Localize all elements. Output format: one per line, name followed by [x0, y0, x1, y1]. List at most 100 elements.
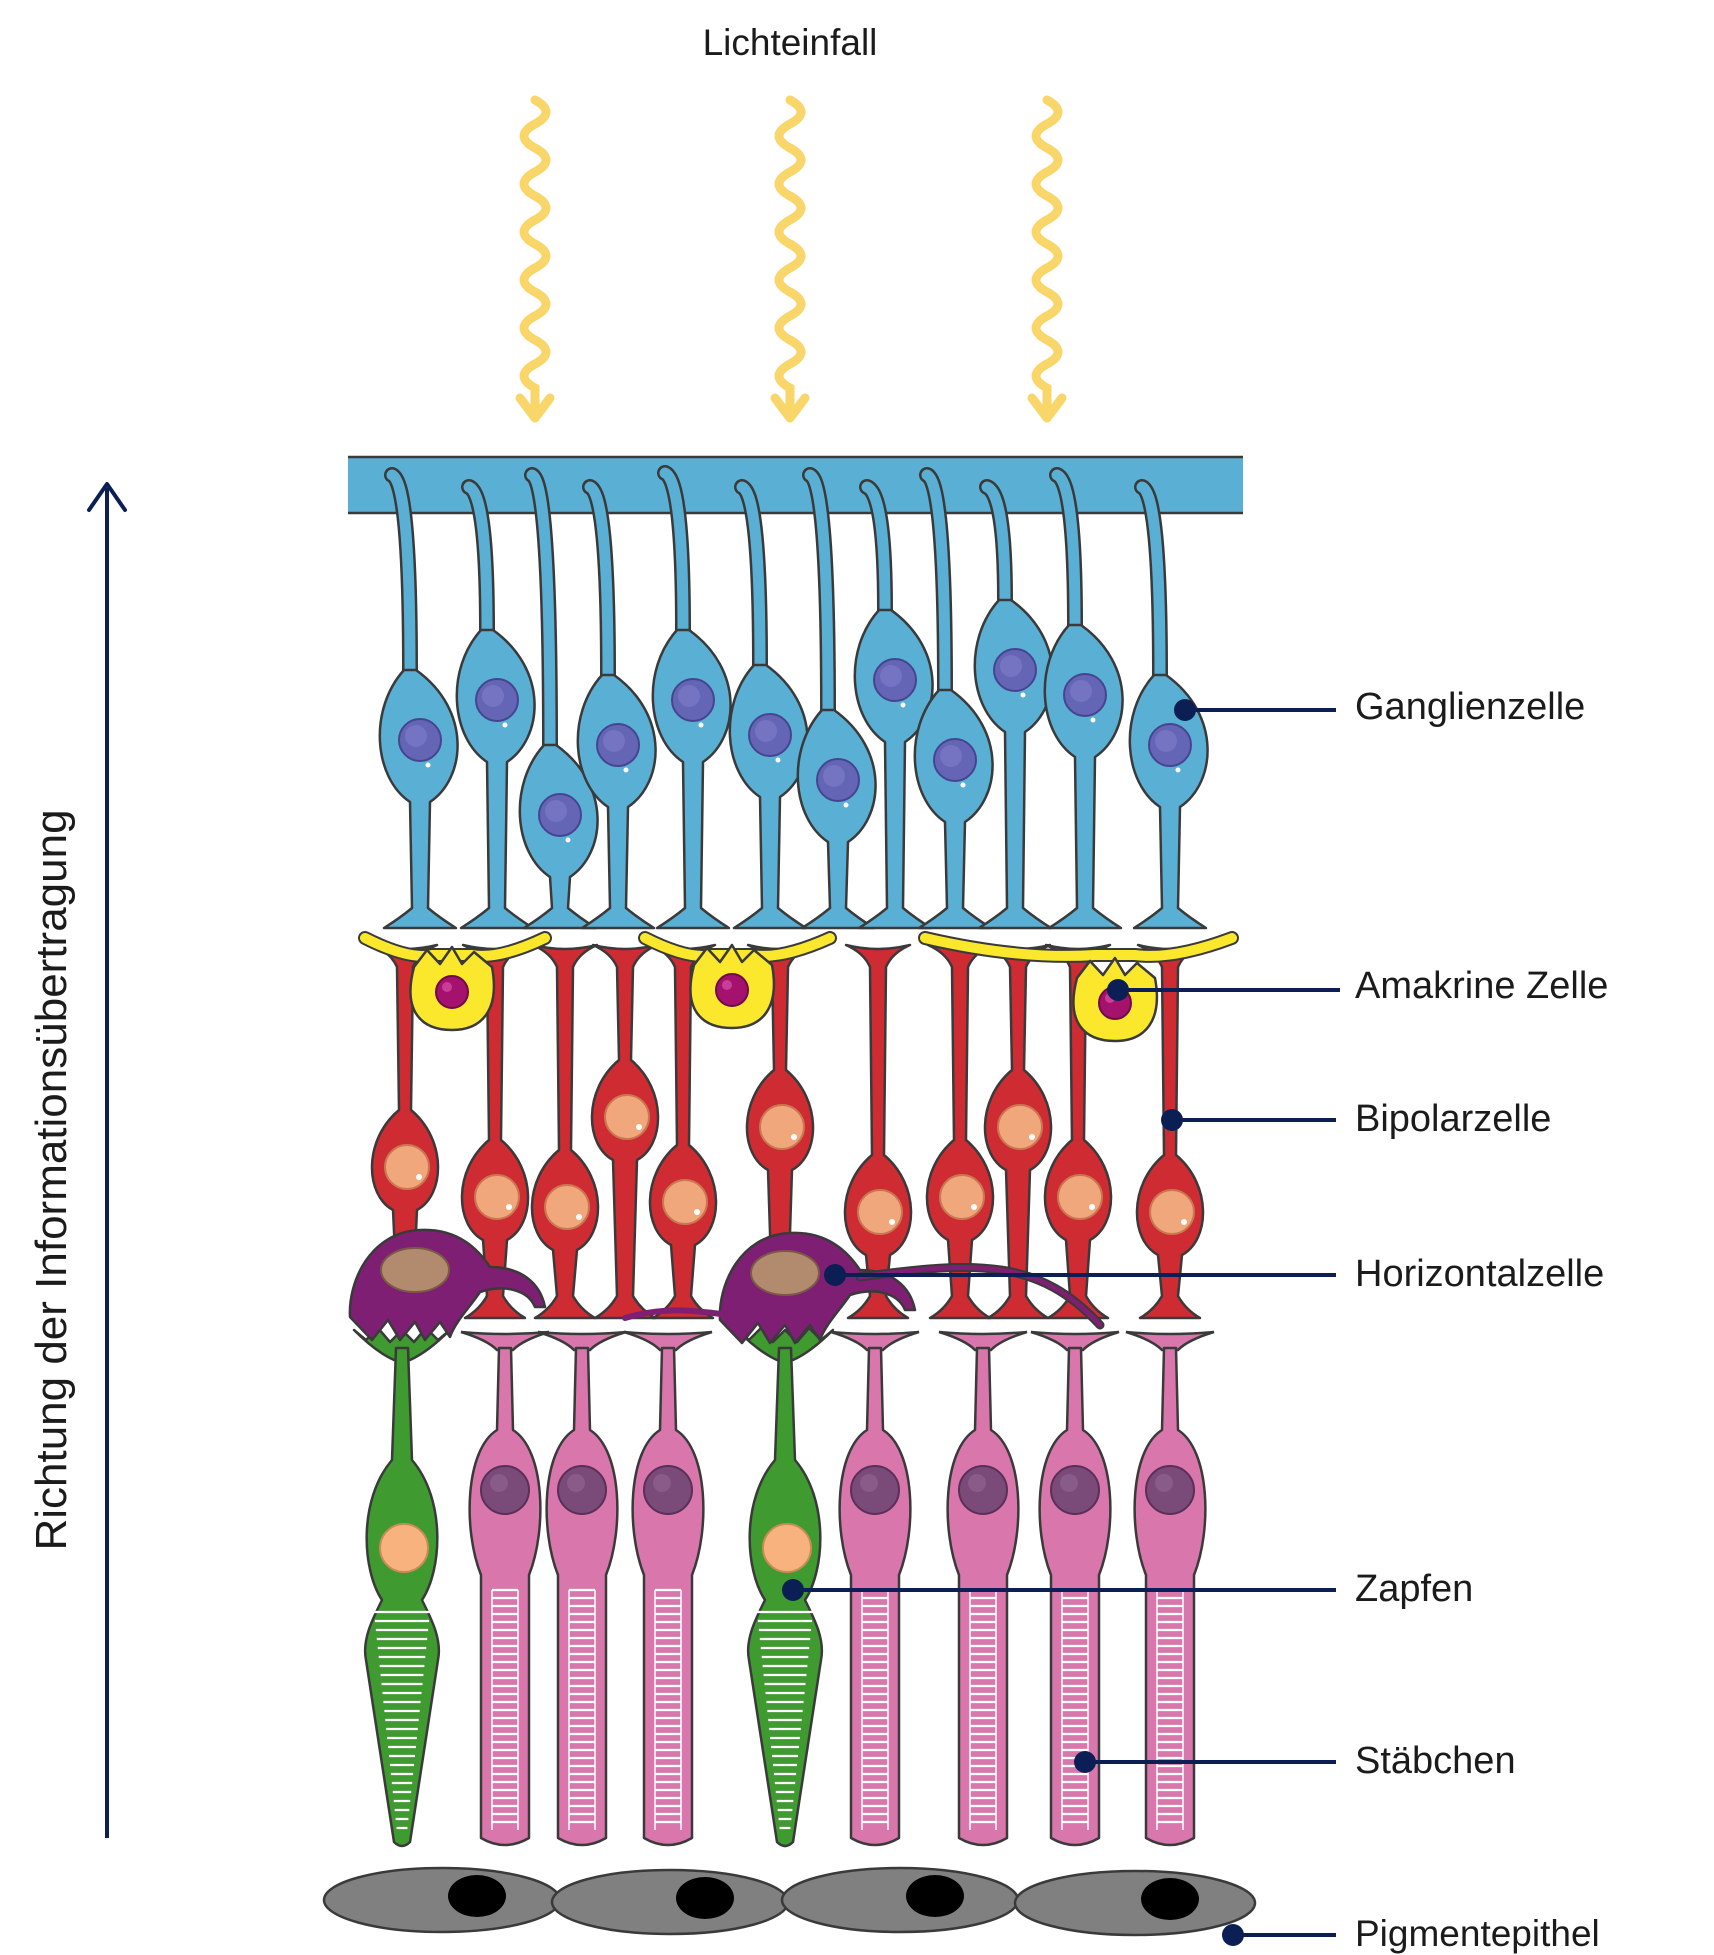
- ganglion-axon: [659, 467, 689, 636]
- ganglion-cell: [973, 479, 1054, 930]
- bipolar-nucleus-highlight: [791, 1134, 797, 1140]
- rod-discs: [492, 1588, 518, 1824]
- bipolar-nucleus: [544, 1184, 590, 1230]
- ganglion-cell: [1128, 479, 1209, 930]
- cone-cell: [352, 1326, 452, 1848]
- bipolar-cell: [1043, 943, 1113, 1320]
- light-ray-arrowhead: [770, 393, 810, 423]
- horizontal-cell: [348, 1228, 547, 1342]
- rod-cell: [1030, 1330, 1120, 1847]
- ganglion-cell: [853, 479, 934, 930]
- ganglion-highlight: [1020, 692, 1026, 698]
- ganglion-cell: [378, 467, 459, 930]
- bipolar-nucleus: [474, 1174, 520, 1220]
- direction-arrow: [87, 482, 127, 1838]
- bipolar-cell: [460, 943, 530, 1320]
- ganglion-cell-body: [651, 628, 732, 930]
- rod-synaptic-foot: [1030, 1330, 1120, 1352]
- label-pointers: [782, 699, 1340, 1946]
- bipolar-nucleus: [384, 1144, 430, 1190]
- rod-body: [838, 1346, 912, 1847]
- pigment-cell-body: [550, 1868, 790, 1936]
- bipolar-nucleus-highlight: [1029, 1134, 1035, 1140]
- ganglion-cell: [796, 467, 877, 930]
- pigment-pointer: [1222, 1924, 1336, 1946]
- bipolar-nucleus: [1057, 1174, 1103, 1220]
- bipolar-nucleus: [1149, 1189, 1195, 1235]
- bipolar-cell: [983, 943, 1053, 1320]
- ganglion-cell: [518, 467, 599, 930]
- ganglion-cell-body: [913, 688, 994, 930]
- bipolar-cell: [843, 943, 913, 1320]
- rod-body: [468, 1346, 542, 1847]
- optic-nerve-fiber-band: [348, 458, 1243, 512]
- pigment-cell: [322, 1866, 562, 1934]
- rod-nucleolus: [490, 1474, 508, 1492]
- pigment-epithelium: [322, 1866, 1257, 1937]
- rod-body: [946, 1346, 1020, 1847]
- ganglion-cell-layer: [378, 465, 1209, 930]
- ganglion-highlight: [502, 722, 508, 728]
- rod-synaptic-foot: [623, 1330, 713, 1352]
- rod-label: Stäbchen: [1355, 1740, 1516, 1782]
- bipolar-nucleus: [604, 1094, 650, 1140]
- ganglion-highlight: [425, 762, 431, 768]
- rod-disc-edges: [491, 1590, 519, 1830]
- bipolar-cell: [590, 943, 660, 1320]
- ganglion-axon: [921, 469, 951, 696]
- bipolar-cell: [925, 943, 995, 1320]
- pigment-cell-body: [322, 1866, 562, 1934]
- bipolar-nucleus: [662, 1179, 708, 1225]
- amacrine-nucleus: [715, 973, 749, 1007]
- rod-cell: [938, 1330, 1028, 1847]
- amacrine-cell: [358, 931, 552, 1032]
- ganglion-nucleolus: [940, 745, 962, 767]
- ganglion-axon: [584, 481, 614, 681]
- rod-disc-edges: [861, 1590, 889, 1830]
- rod-cell: [460, 1330, 550, 1847]
- rod-disc-edges: [1061, 1590, 1089, 1830]
- rod-nucleus: [1145, 1465, 1195, 1515]
- rod-nucleolus: [1060, 1474, 1078, 1492]
- ganglion-cell: [455, 479, 536, 930]
- bipolar-cell-body: [925, 943, 995, 1320]
- pigment-cell-nucleus: [448, 1875, 506, 1917]
- ganglion-highlight: [960, 782, 966, 788]
- rod-cell: [830, 1330, 920, 1847]
- pointer-dot: [824, 1264, 846, 1286]
- light-ray: [774, 95, 806, 420]
- ganglion-highlight: [698, 722, 704, 728]
- bipolar-cell-label: Bipolarzelle: [1355, 1098, 1552, 1140]
- pointer-dot: [1174, 699, 1196, 721]
- rod-nucleus: [557, 1465, 607, 1515]
- rod-nucleolus: [968, 1474, 986, 1492]
- ganglion-axon: [861, 481, 891, 616]
- ganglion-cell-body: [728, 663, 809, 930]
- ganglion-nucleolus: [1155, 730, 1177, 752]
- ganglion-nucleolus: [678, 685, 700, 707]
- rod-nucleus: [1050, 1465, 1100, 1515]
- rod-pointer: [1074, 1751, 1336, 1773]
- rod-nucleus: [480, 1465, 530, 1515]
- photoreceptor-layer: [352, 1326, 1215, 1848]
- rod-disc-edges: [654, 1590, 682, 1830]
- bipolar-nucleus-highlight: [416, 1174, 422, 1180]
- rod-disc-edges: [969, 1590, 997, 1830]
- bipolar-cell: [648, 943, 718, 1320]
- ganglion-cell: [913, 467, 994, 930]
- ganglion-cell-body: [1128, 673, 1209, 930]
- horizontal-nucleus: [380, 1247, 450, 1293]
- ganglion-highlight: [1090, 717, 1096, 723]
- pigment-epithelium-label: Pigmentepithel: [1355, 1913, 1600, 1954]
- ganglion-highlight: [900, 702, 906, 708]
- rod-nucleolus: [860, 1474, 878, 1492]
- bipolar-nucleus-highlight: [694, 1209, 700, 1215]
- ganglion-cell: [728, 479, 809, 930]
- ganglion-nucleolus: [1070, 680, 1092, 702]
- bipolar-nucleus: [759, 1104, 805, 1150]
- amacrine-process: [920, 933, 1237, 961]
- bipolar-nucleus-highlight: [1089, 1204, 1095, 1210]
- bipolar-pointer: [1161, 1109, 1336, 1131]
